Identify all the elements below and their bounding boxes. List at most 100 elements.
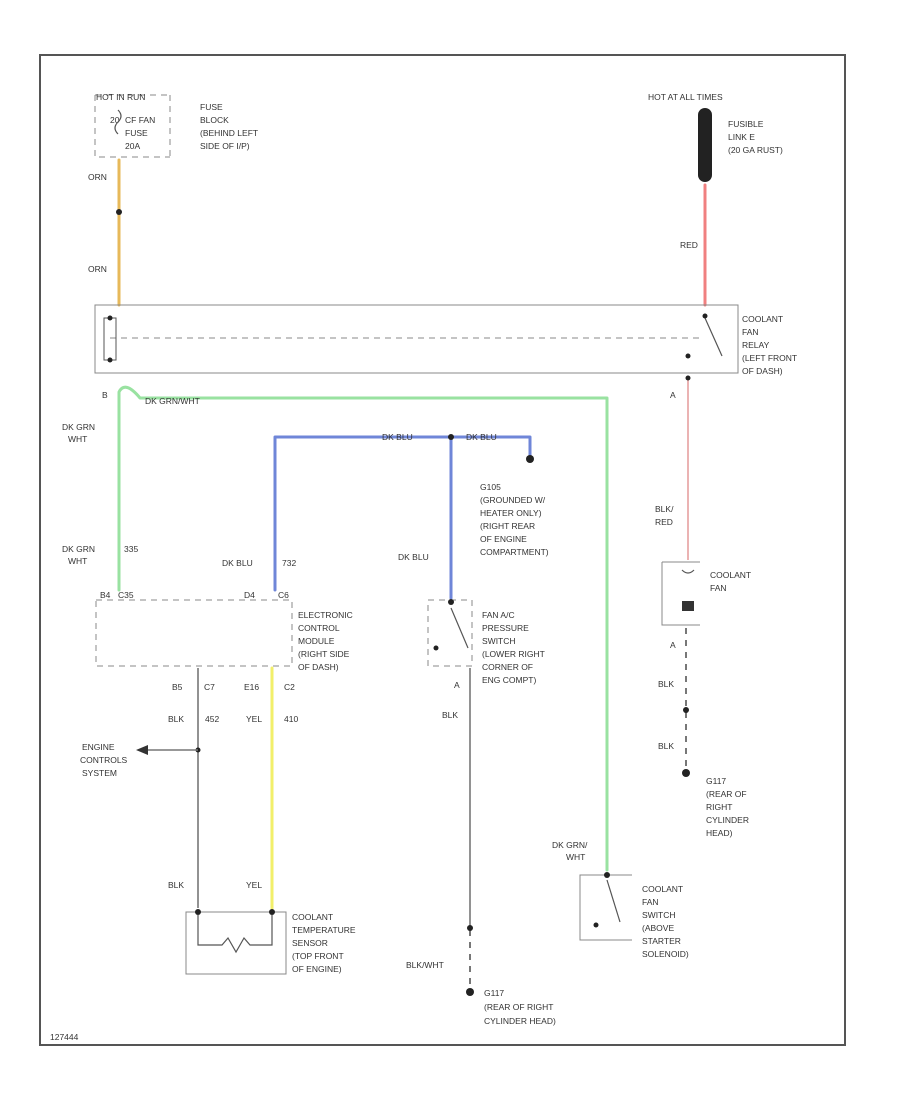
dk-grn-wht-bottom-label-2: WHT: [566, 852, 585, 862]
ac-switch-desc-4: (LOWER RIGHT: [482, 649, 545, 659]
blk-fan-splice: [683, 707, 689, 713]
ac-switch-desc-5: CORNER OF: [482, 662, 533, 672]
electronic-control-module: B4 C35 D4 C6 ELECTRONIC CONTROL MODULE (…: [95, 590, 353, 672]
relay-coil-pin-top: [107, 315, 113, 321]
fusible-link-desc-3: (20 GA RUST): [728, 145, 783, 155]
g105-desc-1: G105: [480, 482, 501, 492]
red-label: RED: [680, 240, 698, 250]
coolant-fan-desc-1: COOLANT: [710, 570, 751, 580]
fusible-link-hot-label: HOT AT ALL TIMES: [648, 92, 723, 102]
fuse-block-desc-4: SIDE OF I/P): [200, 141, 250, 151]
dk-blu-splice-dot: [448, 434, 454, 440]
relay-switch-icon: [704, 317, 723, 357]
yel-ecm-number: 410: [284, 714, 298, 724]
g105-desc-6: COMPARTMENT): [480, 547, 549, 557]
g117-right-desc-2: (REAR OF: [706, 789, 747, 799]
fuse-block-desc-3: (BEHIND LEFT: [200, 128, 258, 138]
ecm-desc-2: CONTROL: [298, 623, 340, 633]
g117-bottom-desc-3: CYLINDER HEAD): [484, 1016, 556, 1026]
fan-motor-body-icon: [682, 601, 694, 611]
ecm-desc-1: ELECTRONIC: [298, 610, 353, 620]
g117-bottom-desc-2: (REAR OF RIGHT: [484, 1002, 553, 1012]
fusible-link-icon: [698, 108, 712, 182]
g117-right-desc-1: G117: [706, 776, 726, 786]
dk-grn-wht-mid-label-1: DK GRN: [62, 544, 95, 554]
blk-ecm-number: 452: [205, 714, 219, 724]
ground-g117-bottom-icon: [466, 988, 474, 996]
blk-fan-label-2: BLK: [658, 741, 674, 751]
yel-ecm-label: YEL: [246, 714, 262, 724]
ground-g117-right: G117 (REAR OF RIGHT CYLINDER HEAD): [706, 776, 749, 838]
ecm-yel-pin-2: C2: [284, 682, 295, 692]
fuse-amperage: 20A: [125, 141, 140, 151]
engine-controls-desc-3: SYSTEM: [82, 768, 117, 778]
blk-ac-splice: [467, 925, 473, 931]
coolant-fan-desc-2: FAN: [710, 583, 727, 593]
fan-switch-desc-3: SWITCH: [642, 910, 676, 920]
engine-controls-system: ENGINE CONTROLS SYSTEM: [80, 742, 128, 778]
ac-switch-outline: [427, 599, 473, 667]
fan-switch-desc-1: COOLANT: [642, 884, 683, 894]
ac-switch-desc-6: ENG COMPT): [482, 675, 536, 685]
fan-switch-contact-icon: [606, 879, 621, 923]
ground-g117-right-icon: [682, 769, 690, 777]
g117-right-desc-5: HEAD): [706, 828, 733, 838]
fan-pin-a: A: [670, 640, 676, 650]
coolant-fan-outline: [661, 561, 700, 626]
yel-sensor-label: YEL: [246, 880, 262, 890]
g105-desc-2: (GROUNDED W/: [480, 495, 546, 505]
temp-sensor-desc-3: SENSOR: [292, 938, 328, 948]
relay-desc-5: OF DASH): [742, 366, 783, 376]
relay-desc-2: FAN: [742, 327, 759, 337]
dk-blu-switch-label: DK BLU: [398, 552, 429, 562]
pin-b-label: B: [102, 390, 108, 400]
dk-blu-ecm-pin: 732: [282, 558, 296, 568]
g117-bottom-desc-1: G117: [484, 988, 504, 998]
fan-switch-pin: [604, 872, 610, 878]
dk-blu-wire: [273, 435, 532, 592]
blk-red-label-2: RED: [655, 517, 673, 527]
thermistor-icon: [197, 915, 273, 954]
blk-red-splice-top: [685, 375, 691, 381]
dk-grn-wht-bottom-label-1: DK GRN/: [552, 840, 588, 850]
engine-controls-desc-1: ENGINE: [82, 742, 115, 752]
coolant-fan: COOLANT FAN: [661, 561, 751, 626]
fan-ac-pressure-switch: FAN A/C PRESSURE SWITCH (LOWER RIGHT COR…: [427, 599, 545, 685]
fuse-name: CF FAN: [125, 115, 155, 125]
relay-desc-4: (LEFT FRONT: [742, 353, 797, 363]
orn-label-2: ORN: [88, 264, 107, 274]
dk-grn-wht-mid-label-2: WHT: [68, 556, 87, 566]
temp-sensor-desc-1: COOLANT: [292, 912, 333, 922]
fan-switch-outline: [579, 874, 632, 941]
temp-sensor-pin-b: [269, 909, 275, 915]
ecm-pin-left-2: C35: [118, 590, 134, 600]
dk-grn-wht-mid-label-3: 335: [124, 544, 138, 554]
blk-ac-label: BLK: [442, 710, 458, 720]
ac-switch-desc-3: SWITCH: [482, 636, 516, 646]
ecm-pin-right-2: C6: [278, 590, 289, 600]
ecm-blk-pin: B5: [172, 682, 183, 692]
ecm-desc-4: (RIGHT SIDE: [298, 649, 350, 659]
orn-splice-dot: [116, 209, 122, 215]
orn-label-1: ORN: [88, 172, 107, 182]
fan-switch-desc-6: SOLENOID): [642, 949, 689, 959]
coolant-fan-relay: COOLANT FAN RELAY (LEFT FRONT OF DASH): [94, 304, 797, 376]
relay-coil-pin-bottom: [107, 357, 113, 363]
relay-contact-bottom: [685, 353, 691, 359]
ecm-yel-pin: E16: [244, 682, 259, 692]
blk-red-label-1: BLK/: [655, 504, 674, 514]
temp-sensor-desc-5: OF ENGINE): [292, 964, 342, 974]
fan-switch-desc-4: (ABOVE: [642, 923, 674, 933]
dk-grn-wht-left-label-2: WHT: [68, 434, 87, 444]
temp-sensor-outline: [185, 911, 287, 975]
diagram-frame: [39, 54, 846, 1046]
ac-switch-contact-icon: [450, 607, 469, 649]
dk-blu-ecm-label: DK BLU: [222, 558, 253, 568]
coolant-temperature-sensor: COOLANT TEMPERATURE SENSOR (TOP FRONT OF…: [185, 909, 356, 975]
g105-desc-4: (RIGHT REAR: [480, 521, 535, 531]
fuse-block-desc-1: FUSE: [200, 102, 223, 112]
fuse-block: HOT IN RUN 20 CF FAN FUSE 20A FUSE BLOCK…: [94, 92, 258, 158]
relay-coil-icon: [103, 317, 117, 361]
dk-grn-wht-left-label-1: DK GRN: [62, 422, 95, 432]
